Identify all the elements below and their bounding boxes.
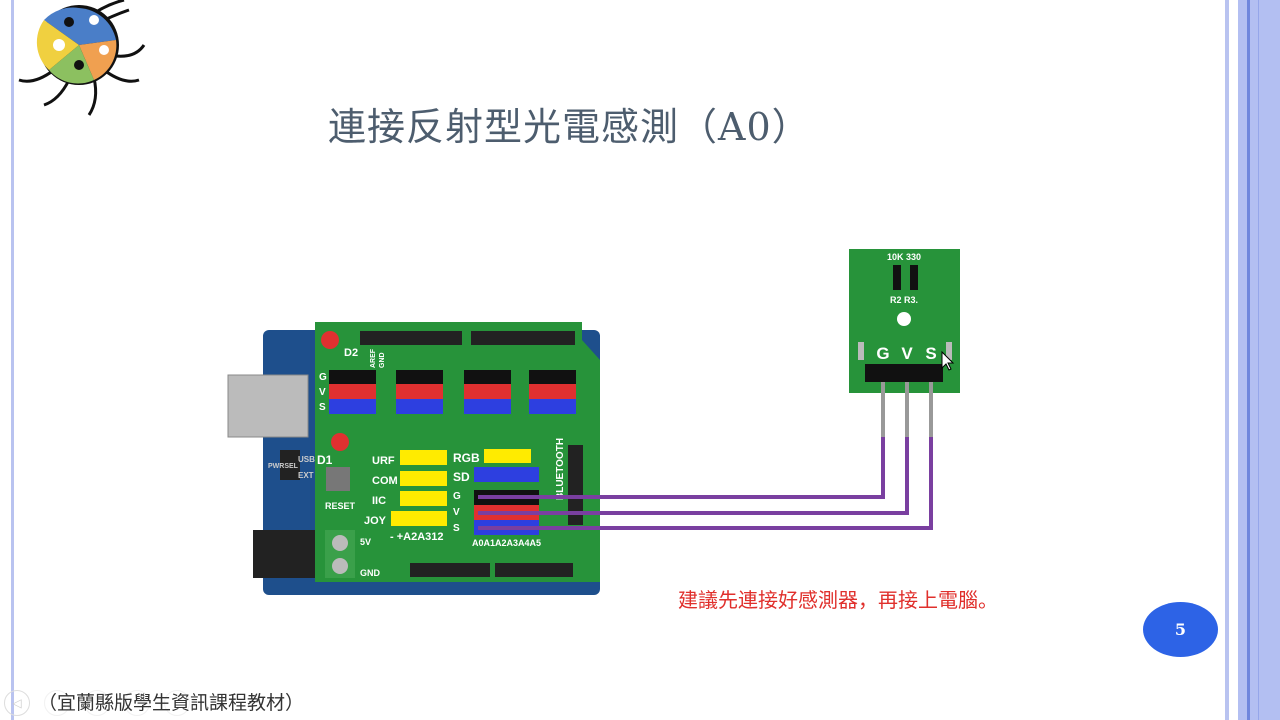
prev-slide-button[interactable]: ◁ [4, 690, 30, 716]
d2-label: D2 [344, 347, 358, 359]
analog-pins-label: A0A1A2A3A4A5 [472, 538, 541, 548]
page-number-badge: 5 [1143, 602, 1218, 657]
slide-nav-button[interactable] [84, 690, 110, 716]
servo-v-label: V [319, 387, 326, 398]
wire-v [478, 437, 909, 515]
rgb-label: RGB [453, 451, 480, 465]
sd-label: SD [453, 470, 470, 484]
com-label: COM [372, 475, 398, 487]
aref-label: AREF [370, 348, 377, 368]
wire-g [478, 437, 885, 499]
usb-port [227, 374, 309, 438]
urf-port [400, 450, 447, 465]
joy-label: JOY [364, 515, 387, 527]
right-decoration-stripe [1247, 0, 1250, 720]
usb-label: USB [298, 455, 315, 464]
sd-port [474, 467, 539, 482]
sensor-s-label: S [925, 344, 936, 363]
analog-s-label: S [453, 523, 460, 534]
digital-header-right [471, 331, 575, 345]
rgb-port [484, 449, 531, 463]
gnd-top-label: GND [379, 352, 386, 368]
slide-nav-button[interactable] [124, 690, 150, 716]
analog-v-label: V [453, 507, 460, 518]
com-port [400, 471, 447, 486]
power-header [410, 563, 490, 577]
analog-g-label: G [453, 491, 461, 502]
reset-label: RESET [325, 501, 356, 511]
5v-label: 5V [360, 537, 371, 547]
right-decoration-band [1238, 0, 1280, 720]
sensor-v-label: V [901, 344, 913, 363]
joy-port [391, 511, 447, 526]
right-decoration-stripe-thin [1258, 0, 1259, 720]
gnd-label: GND [360, 568, 381, 578]
d1-label: D1 [317, 453, 333, 467]
servo-s-label: S [319, 402, 326, 413]
ladybug-logo [18, 0, 146, 116]
analog-header-bottom [495, 563, 573, 577]
mouse-cursor-icon [941, 350, 955, 371]
sensor-pin-header [865, 364, 943, 382]
power-jack [253, 530, 315, 578]
bluetooth-header [568, 445, 583, 525]
sensor-r-labels: R2 R3. [890, 295, 918, 305]
power-select-jumper [280, 450, 300, 480]
right-border-line [1225, 0, 1229, 720]
slide-note: 建議先連接好感測器，再接上電腦。 [678, 588, 998, 612]
sensor-resistor-label: 10K 330 [887, 252, 921, 262]
pwrsel-label: PWRSEL [268, 463, 299, 470]
left-border-line [11, 0, 14, 720]
urf-label: URF [372, 455, 395, 467]
ext-label: EXT [298, 471, 314, 480]
iic-label: IIC [372, 495, 386, 507]
wire-s [478, 437, 933, 530]
sensor-g-label: G [876, 344, 889, 363]
reset-button [326, 467, 350, 491]
bluetooth-label: BLUETOOTH [555, 438, 566, 500]
slide-nav-button[interactable] [164, 690, 190, 716]
sensor-ir-led [897, 312, 911, 326]
slide-nav-button[interactable] [44, 690, 70, 716]
slide-title: 連接反射型光電感測（A0） [328, 105, 811, 149]
servo-g-label: G [319, 372, 327, 383]
digital-header-left [360, 331, 462, 345]
iic-port [400, 491, 447, 506]
slide-footer: （宜蘭縣版學生資訊課程教材） [38, 692, 305, 714]
connection-wires [478, 437, 933, 530]
servo-headers [329, 370, 576, 414]
led-d2 [321, 331, 339, 349]
a2a312-label: - +A2A312 [390, 531, 444, 543]
led-d1 [331, 433, 349, 451]
